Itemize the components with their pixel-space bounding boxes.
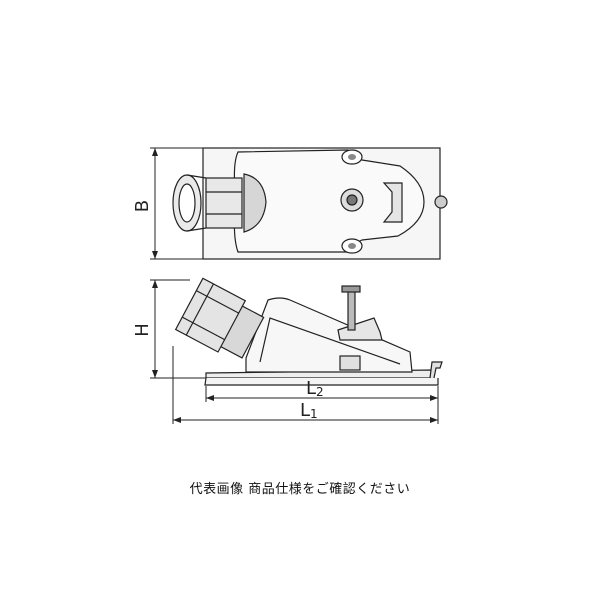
top-view xyxy=(172,147,448,260)
side-sloped-body xyxy=(245,297,413,373)
side-small-block xyxy=(339,355,361,371)
side-view xyxy=(174,277,443,386)
top-pipe-body xyxy=(205,177,243,229)
label-B: B xyxy=(132,200,153,212)
top-pipe-collar xyxy=(243,173,267,233)
label-L1-sub: 1 xyxy=(310,407,318,421)
label-L2-sub: 2 xyxy=(316,385,324,399)
side-screw xyxy=(347,289,356,331)
dimension-B xyxy=(150,147,203,260)
top-right-knob xyxy=(434,195,448,209)
side-right-hook xyxy=(429,361,443,379)
dimension-L1 xyxy=(172,346,438,424)
top-bracket xyxy=(382,182,403,223)
label-L1: L1 xyxy=(300,400,318,421)
side-bracket xyxy=(337,317,383,341)
side-pipe-body xyxy=(174,277,247,353)
label-H: H xyxy=(132,323,153,337)
dimension-L2 xyxy=(205,386,439,424)
dimension-H xyxy=(150,279,206,379)
label-L2: L2 xyxy=(306,378,324,399)
label-L1-main: L xyxy=(300,400,310,421)
representative-image-caption: 代表画像 商品仕様をご確認ください xyxy=(189,482,411,497)
label-L2-main: L xyxy=(306,378,316,399)
